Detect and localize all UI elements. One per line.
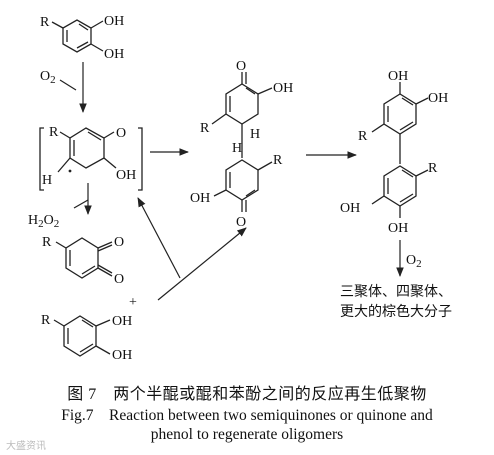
dimer-int-hydroxyl-top: OH <box>273 81 293 96</box>
ortho-quinone: R O O <box>42 235 124 287</box>
dimer-int-substituent-2: R <box>273 153 283 168</box>
start-substituent: R <box>40 15 50 30</box>
arrow-to-dimer <box>157 227 247 301</box>
semiquinone-substituent: R <box>49 125 59 140</box>
semiquinone-hydrogen: H <box>42 173 52 188</box>
phenol-hydroxyl-bottom: OH <box>112 348 132 363</box>
oxidant-label-2: O2 <box>406 253 422 270</box>
product-hydroxyl-1: OH <box>388 69 408 84</box>
phenol-hydroxyl-top: OH <box>112 314 132 329</box>
dimer-int-oxygen-bottom: O <box>236 215 246 230</box>
figure-caption-english-line-1: Fig.7 Reaction between two semiquinones … <box>61 407 433 424</box>
quinone-oxygen-bottom: O <box>114 272 124 287</box>
oligomers-line-2: 更大的棕色大分子 <box>340 303 452 320</box>
quinone-oxygen-top: O <box>114 235 124 250</box>
phenol-substituent: R <box>41 313 51 328</box>
oxidant-label-1: O2 <box>40 69 56 86</box>
product-substituent-1: R <box>358 129 368 144</box>
reaction-scheme: R OH OH O2 R O OH H H2O2 R O O <box>28 14 452 363</box>
dimer-int-substituent-1: R <box>200 121 210 136</box>
dimer-product: OH OH R R OH OH <box>340 69 448 236</box>
plus-sign: + <box>129 295 137 310</box>
figure-caption-english-line-2: phenol to regenerate oligomers <box>150 426 344 443</box>
figure-caption-chinese: 图 7 两个半醌或醌和苯酚之间的反应再生低聚物 <box>67 386 427 403</box>
start-hydroxyl-bottom: OH <box>104 47 124 62</box>
quinone-substituent: R <box>42 235 52 250</box>
product-hydroxyl-3: OH <box>340 201 360 216</box>
semiquinone-hydroxyl: OH <box>116 168 136 183</box>
product-substituent-2: R <box>428 161 438 176</box>
semiquinone-oxygen: O <box>116 126 126 141</box>
phenol-reactant: R OH OH <box>41 313 132 363</box>
oligomers-line-1: 三聚体、四聚体、 <box>340 284 452 300</box>
dimer-int-hydrogen-2: H <box>232 141 242 156</box>
byproduct-arrow <box>73 199 89 209</box>
dimer-int-hydroxyl-bottom: OH <box>190 191 210 206</box>
semiquinone-radical: R O OH H <box>39 125 143 191</box>
watermark: 大盛资讯 <box>6 441 46 452</box>
oxidant-arrow-1 <box>59 79 77 91</box>
dimer-intermediate: O OH R R H H OH O <box>190 59 293 230</box>
start-hydroxyl-top: OH <box>104 14 124 29</box>
arrow-to-radical <box>137 197 181 279</box>
product-hydroxyl-4: OH <box>388 221 408 236</box>
dimer-int-oxygen-top: O <box>236 59 246 74</box>
byproduct-label: H2O2 <box>28 213 59 230</box>
start-catechol: R OH OH <box>40 14 124 62</box>
product-hydroxyl-2: OH <box>428 91 448 106</box>
dimer-int-hydrogen-1: H <box>250 127 260 142</box>
